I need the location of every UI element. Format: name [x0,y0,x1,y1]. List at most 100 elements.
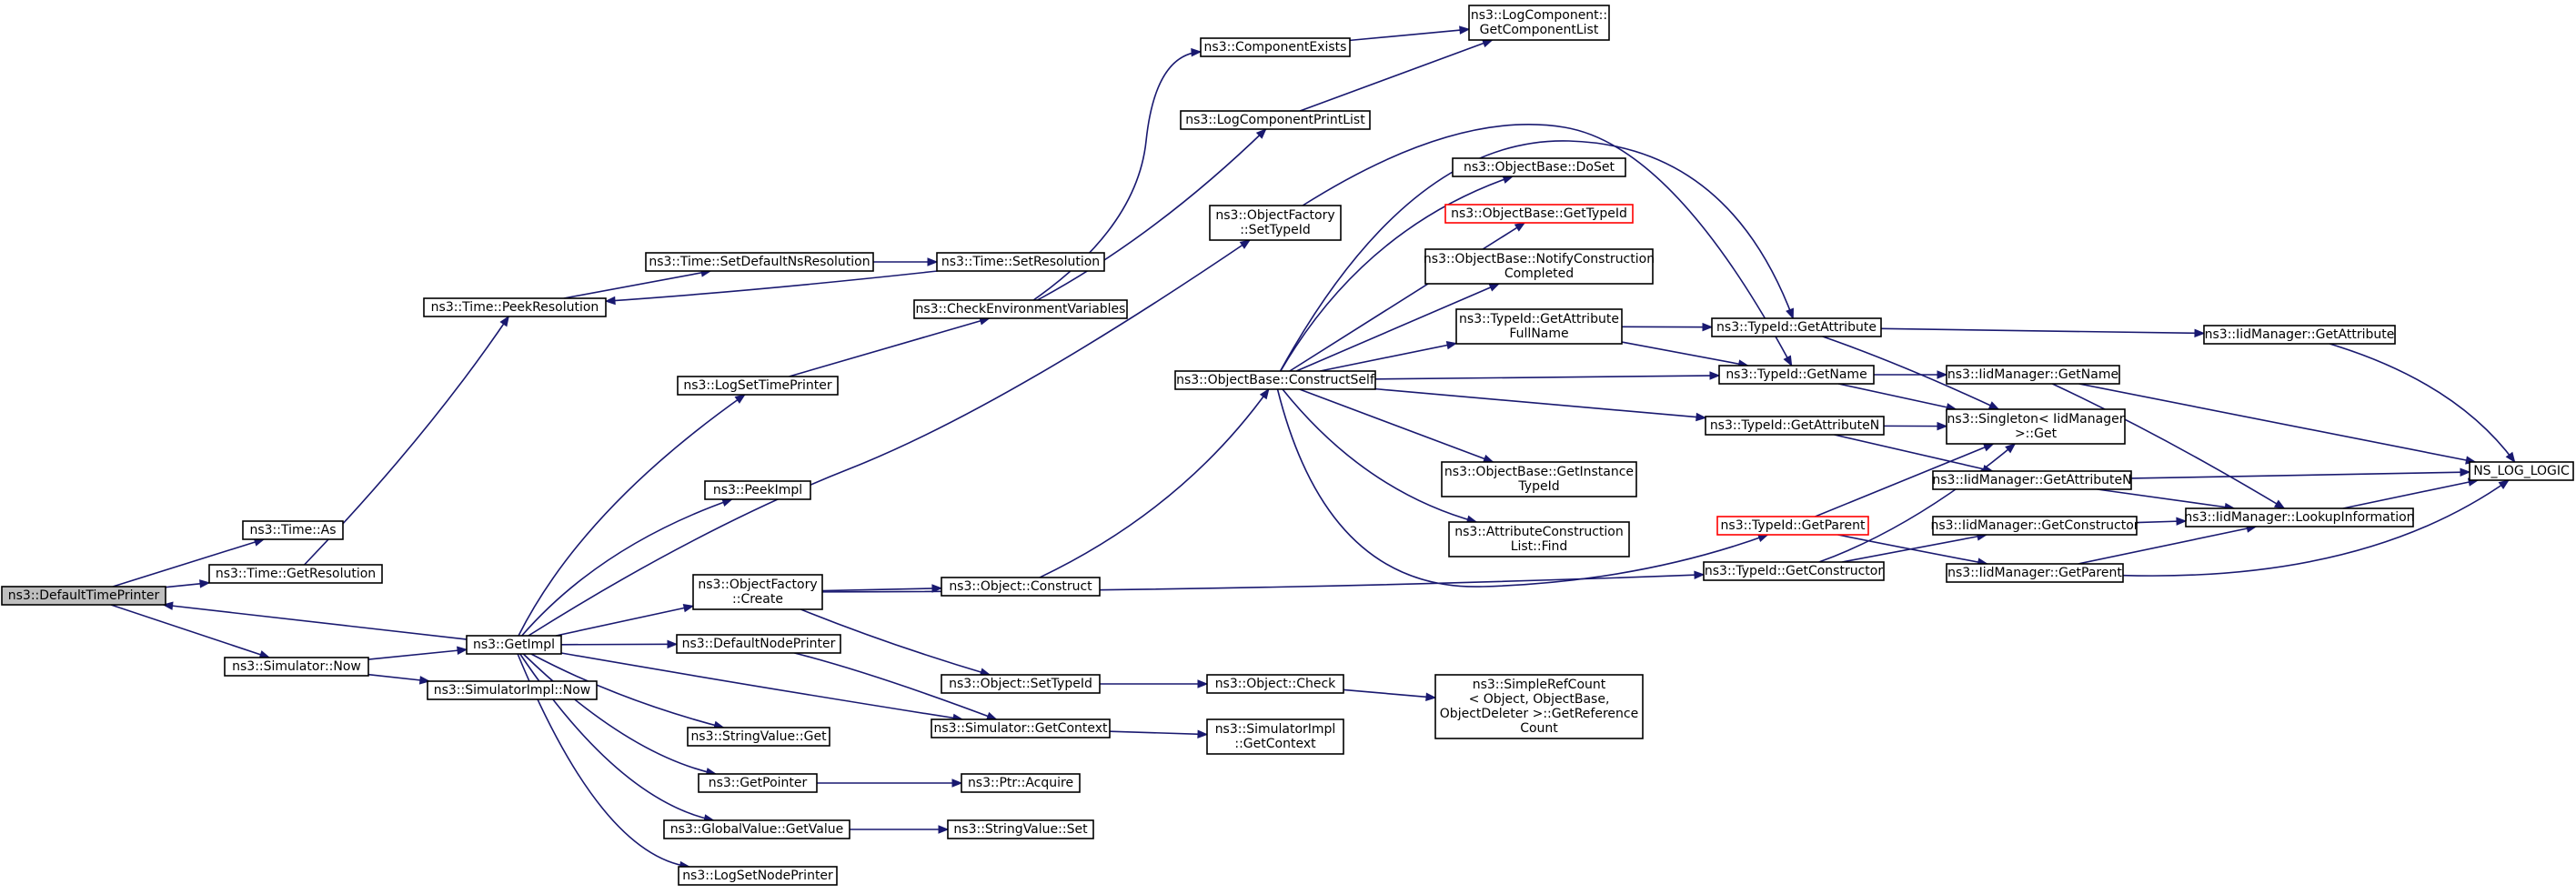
node-time-as[interactable]: ns3::Time::As [242,520,344,540]
node-object-construct[interactable]: ns3::Object::Construct [941,577,1101,597]
node-default-time-printer[interactable]: ns3::DefaultTimePrinter [1,586,166,606]
arrowhead-icon [1482,454,1494,463]
edge-line [789,317,990,377]
node-log-component-print-list[interactable]: ns3::LogComponentPrintList [1180,110,1371,130]
edge-line [1319,342,1457,372]
node-default-node-printer[interactable]: ns3::DefaultNodePrinter [676,634,841,654]
node-label: ns3::IidManager::GetParent [1947,566,2122,580]
node-iid-manager-get-attribute[interactable]: ns3::IidManager::GetAttribute [2203,325,2396,345]
node-type-id-get-name[interactable]: ns3::TypeId::GetName [1718,365,1875,385]
node-simulator-impl-get-context[interactable]: ns3::SimulatorImpl::GetContext [1206,718,1344,755]
edge-line [519,653,714,821]
node-string-value-set[interactable]: ns3::StringValue::Set [947,819,1094,839]
arrowhead-icon [951,778,963,788]
edge-line [163,604,468,640]
edge-line [1621,341,1748,367]
edge-line [1109,730,1208,736]
node-box [913,299,1128,319]
edge-line [1037,128,1267,301]
arrowhead-icon [2005,443,2017,454]
node-type-id-get-attribute[interactable]: ns3::TypeId::GetAttribute [1711,317,1882,337]
node-label: ns3::Time::SetDefaultNsResolution [649,255,870,269]
node-object-base-do-set[interactable]: ns3::ObjectBase::DoSet [1452,157,1626,177]
node-label: FullName [1509,326,1568,341]
node-simulator-now[interactable]: ns3::Simulator::Now [224,657,369,677]
edge-line [1289,222,1525,372]
node-object-set-type-id[interactable]: ns3::Object::SetTypeId [941,674,1101,694]
node-simulator-get-context[interactable]: ns3::Simulator::GetContext [931,718,1111,738]
node-time-set-resolution[interactable]: ns3::Time::SetResolution [936,252,1105,272]
call-edge-object-set-type-id-to-object-check [1100,679,1209,688]
node-box [677,376,839,396]
arrowhead-icon [418,676,431,685]
node-time-get-resolution[interactable]: ns3::Time::GetResolution [208,564,383,584]
call-edge-get-impl-to-peek-impl [521,498,733,637]
call-edge-type-id-get-constructor-to-iid-manager-get-constructor [1841,532,1988,563]
node-peek-impl[interactable]: ns3::PeekImpl [704,480,811,500]
node-log-component-get-component-list[interactable]: ns3::LogComponent::GetComponentList [1468,5,1610,41]
edge-line [800,608,991,676]
node-iid-manager-get-attribute-n[interactable]: ns3::IidManager::GetAttributeN [1932,470,2132,490]
node-label: ns3::Object::SetTypeId [949,677,1092,691]
node-object-factory-set-type-id[interactable]: ns3::ObjectFactory::SetTypeId [1209,205,1342,241]
node-label: GetComponentList [1480,23,1599,37]
node-log-set-node-printer[interactable]: ns3::LogSetNodePrinter [678,866,838,886]
node-object-base-construct-self[interactable]: ns3::ObjectBase::ConstructSelf [1174,370,1376,390]
edge-line [563,270,711,299]
node-label: ns3::SimulatorImpl [1215,722,1336,737]
node-object-base-notify-construction-completed[interactable]: ns3::ObjectBase::NotifyConstructionCompl… [1424,248,1655,285]
node-object-check[interactable]: ns3::Object::Check [1206,674,1344,694]
call-edge-iid-manager-get-attribute-n-to-iid-manager-lookup-information [2097,488,2236,512]
node-iid-manager-get-constructor[interactable]: ns3::IidManager::GetConstructor [1930,516,2139,536]
arrowhead-icon [1459,25,1471,35]
call-edge-iid-manager-get-name-to-ns-log-logic [2078,383,2477,465]
arrowhead-icon [162,601,174,610]
node-ptr-acquire[interactable]: ns3::Ptr::Acquire [961,773,1081,793]
node-iid-manager-get-parent[interactable]: ns3::IidManager::GetParent [1946,563,2124,583]
node-time-set-default-ns-resolution[interactable]: ns3::Time::SetDefaultNsResolution [645,252,874,272]
node-time-peek-resolution[interactable]: ns3::Time::PeekResolution [423,297,607,317]
node-type-id-get-attribute-n[interactable]: ns3::TypeId::GetAttributeN [1705,416,1885,436]
node-string-value-get[interactable]: ns3::StringValue::Get [687,727,830,747]
arrowhead-icon [1197,729,1209,738]
node-check-environment-variables[interactable]: ns3::CheckEnvironmentVariables [913,299,1128,319]
node-label: ::SetTypeId [1240,223,1311,237]
node-box [936,252,1105,272]
node-type-id-get-parent[interactable]: ns3::TypeId::GetParent [1716,516,1869,536]
node-box [1441,461,1637,497]
node-type-id-get-constructor[interactable]: ns3::TypeId::GetConstructor [1703,561,1885,581]
node-iid-manager-lookup-information[interactable]: ns3::IidManager::LookupInformation [2184,507,2415,527]
edge-line [110,604,270,658]
node-label: ns3::Time::PeekResolution [431,300,599,315]
node-singleton-iid-manager-get[interactable]: ns3::Singleton< IidManager >::Get [1946,408,2126,445]
node-iid-manager-get-name[interactable]: ns3::IidManager::GetName [1946,365,2120,385]
edge-line [528,239,1251,637]
node-get-impl[interactable]: ns3::GetImpl [466,635,562,655]
node-component-exists[interactable]: ns3::ComponentExists [1200,37,1351,57]
arrowhead-icon [1445,340,1458,350]
node-label: ns3::LogComponentPrintList [1185,113,1365,127]
edges-layer [110,25,2516,870]
edge-line [2122,479,2510,577]
node-label: ns3::Time::GetResolution [216,567,376,581]
node-label: ns3::StringValue::Set [953,822,1088,837]
node-log-set-time-printer[interactable]: ns3::LogSetTimePrinter [677,376,839,396]
node-box [2185,507,2414,527]
node-box [678,866,838,886]
node-object-factory-create[interactable]: ns3::ObjectFactory::Create [692,574,823,610]
node-box [1200,37,1351,57]
node-simulator-impl-now[interactable]: ns3::SimulatorImpl::Now [427,680,598,700]
arrowhead-icon [1239,239,1252,249]
call-edge-object-base-construct-self-to-type-id-get-attribute [1279,140,1795,372]
node-ns-log-logic[interactable]: NS_LOG_LOGIC [2469,461,2574,481]
node-get-pointer[interactable]: ns3::GetPointer [698,773,818,793]
arrowhead-icon [1694,570,1706,579]
node-label: ns3::SimpleRefCount [1473,678,1606,692]
node-global-value-get-value[interactable]: ns3::GlobalValue::GetValue [663,819,850,839]
node-simple-ref-count-get-reference-count[interactable]: ns3::SimpleRefCount< Object, ObjectBase,… [1434,674,1644,739]
edge-line [1822,336,1999,410]
node-object-base-get-type-id[interactable]: ns3::ObjectBase::GetTypeId [1444,204,1634,224]
